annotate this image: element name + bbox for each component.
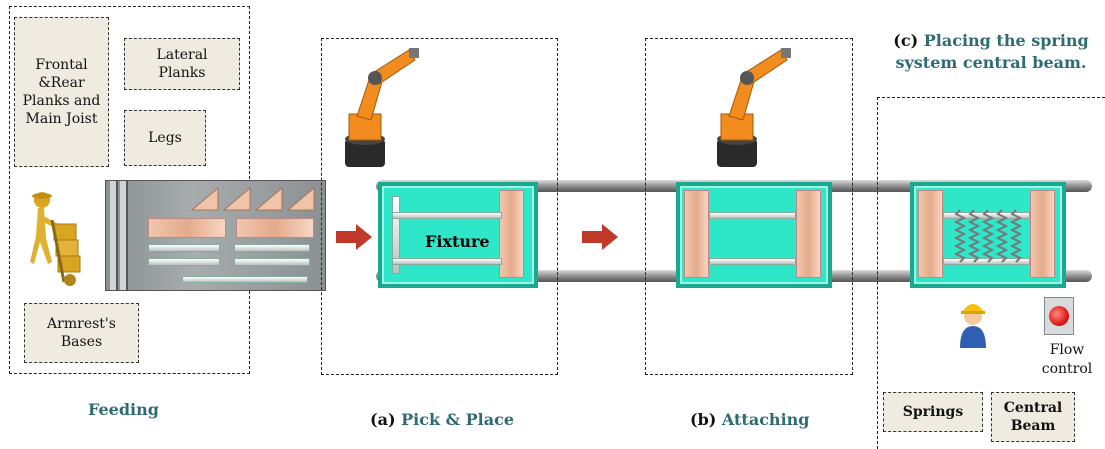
springs-graphic bbox=[953, 209, 1022, 263]
placing-prefix: (c) bbox=[893, 31, 919, 50]
flow-arrow-icon bbox=[336, 224, 372, 250]
fixture-a-bar bbox=[392, 196, 400, 274]
fixture-a-bar bbox=[392, 212, 502, 219]
frontal-rear-planks-tag: Frontal &Rear Planks and Main Joist bbox=[14, 17, 109, 167]
frontal-rear-planks-label: Frontal &Rear Planks and Main Joist bbox=[22, 56, 101, 128]
fixture-b-plank bbox=[796, 190, 821, 278]
springs-tag: Springs bbox=[883, 392, 983, 432]
armrest-base-part bbox=[182, 276, 308, 283]
fixture-a-plank bbox=[499, 190, 524, 278]
attaching-prefix: (b) bbox=[690, 410, 717, 429]
armrest-bases-label: Armrest's Bases bbox=[47, 315, 116, 350]
fixture-b-plank bbox=[684, 190, 709, 278]
armrest-bases-tag: Armrest's Bases bbox=[24, 303, 139, 363]
legs-parts bbox=[190, 186, 315, 211]
attaching-caption: (b) Attaching bbox=[690, 410, 809, 429]
fixture-b-bar bbox=[709, 258, 796, 265]
fixture-b-bar bbox=[709, 212, 796, 219]
lateral-planks-tag: Lateral Planks bbox=[124, 38, 240, 90]
fixture-c-bar bbox=[943, 258, 1030, 265]
central-beam-label: Central Beam bbox=[1003, 399, 1063, 434]
pick-place-zone-box bbox=[321, 38, 558, 375]
central-beam-tag: Central Beam bbox=[991, 392, 1075, 442]
lateral-plank-part bbox=[148, 218, 226, 238]
flow-arrow-icon bbox=[582, 224, 618, 250]
attaching-zone-box bbox=[645, 38, 853, 375]
feeding-caption: Feeding bbox=[88, 400, 159, 419]
joist-part bbox=[234, 244, 310, 252]
springs-label: Springs bbox=[902, 403, 964, 420]
fixture-a-bar bbox=[392, 258, 502, 265]
attaching-title: Attaching bbox=[721, 410, 810, 429]
robot-arm-icon bbox=[345, 48, 419, 167]
worker-handtruck-icon bbox=[30, 192, 81, 286]
placing-caption: (c) Placing the spring system central be… bbox=[886, 30, 1096, 75]
operator-icon bbox=[960, 304, 986, 348]
fixture-c-plank bbox=[1030, 190, 1055, 278]
placing-title: Placing the spring system central beam. bbox=[895, 31, 1089, 73]
flow-control-label: Flow control bbox=[1041, 342, 1093, 377]
placing-zone-border bbox=[877, 97, 1105, 449]
joist-part bbox=[148, 244, 220, 252]
fixture-label: Fixture bbox=[425, 232, 490, 251]
pick-place-title: Pick & Place bbox=[401, 410, 515, 429]
flow-control-button[interactable] bbox=[1044, 297, 1074, 335]
pick-place-caption: (a) Pick & Place bbox=[370, 410, 514, 429]
lateral-planks-label: Lateral Planks bbox=[156, 46, 208, 81]
legs-tag: Legs bbox=[124, 110, 206, 166]
lateral-plank-part bbox=[236, 218, 314, 238]
joist-part bbox=[148, 258, 220, 266]
legs-label: Legs bbox=[148, 129, 182, 146]
flow-control-light-icon bbox=[1049, 306, 1069, 326]
pick-place-prefix: (a) bbox=[370, 410, 396, 429]
joist-part bbox=[234, 258, 310, 266]
robot-arm-icon bbox=[717, 48, 791, 167]
fixture-c-plank bbox=[918, 190, 943, 278]
